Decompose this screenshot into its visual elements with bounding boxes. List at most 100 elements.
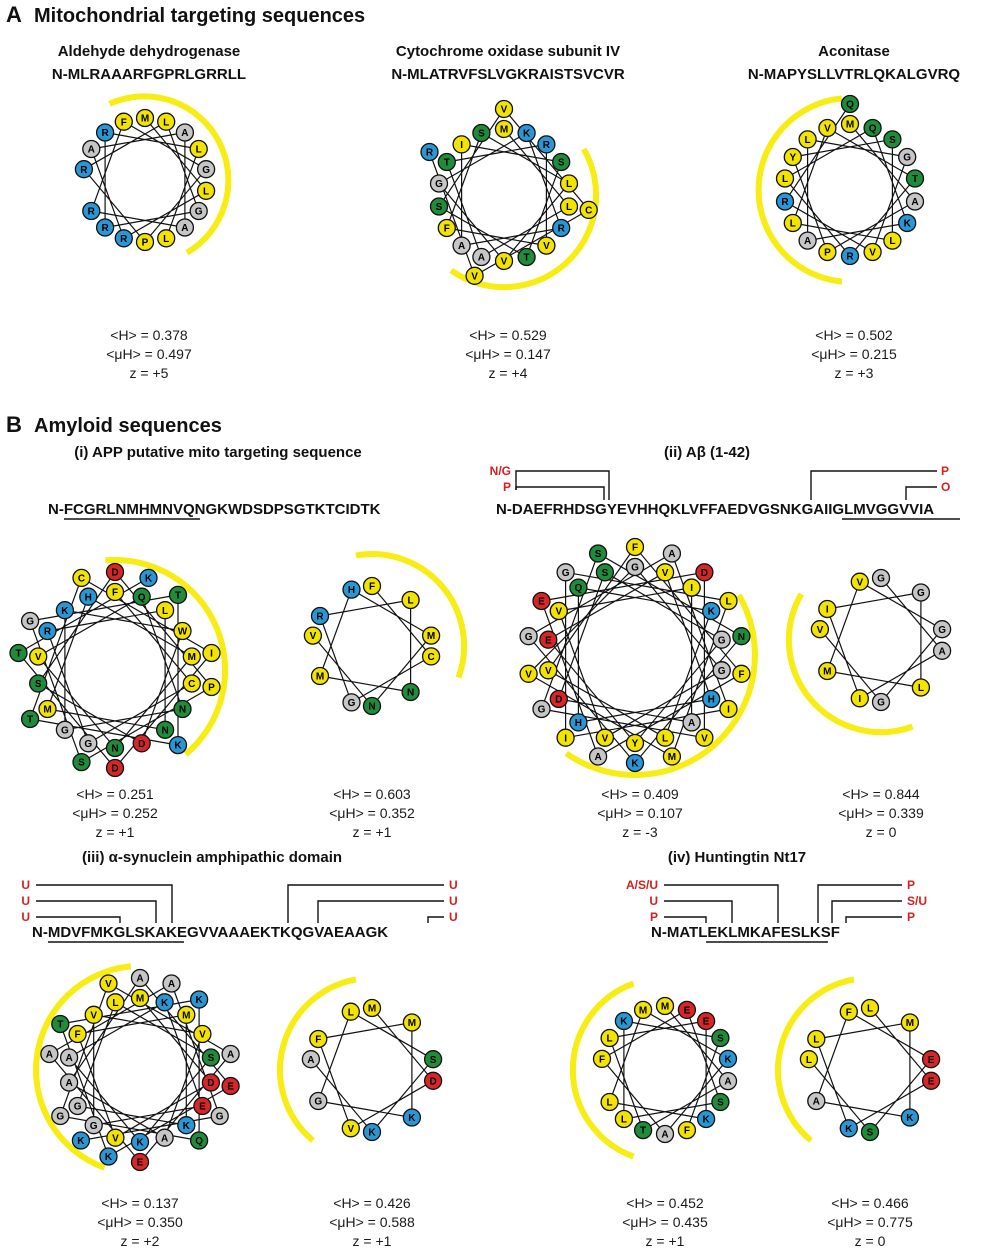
residue-letter: A — [911, 197, 918, 208]
residue-letter: A — [804, 236, 811, 247]
residue-letter: M — [823, 667, 831, 678]
residue-node: A — [221, 1044, 240, 1064]
residue-letter: K — [408, 1113, 416, 1124]
biii1-net-charge: z = +2 — [121, 1233, 160, 1249]
residue-circle — [38, 699, 57, 719]
hydrophobic-face-arc — [105, 556, 229, 757]
residue-letter: K — [702, 1115, 710, 1126]
residue-circle — [362, 998, 382, 1018]
residue-circle — [105, 738, 125, 758]
residue-letter: T — [524, 253, 530, 264]
residue-letter: R — [316, 612, 324, 623]
residue-node: K — [189, 990, 209, 1009]
residue-node: K — [55, 601, 75, 620]
residue-letter: D — [555, 695, 562, 706]
residue-letter: K — [136, 1138, 144, 1149]
residue-circle — [59, 1048, 79, 1067]
residue-circle — [189, 1131, 209, 1150]
residue-circle — [362, 696, 382, 716]
residue-letter: M — [182, 1010, 190, 1021]
residue-letter: E — [227, 1082, 234, 1093]
residue-node: L — [157, 229, 176, 248]
residue-node: V — [595, 728, 615, 747]
biii-modification-brackets — [36, 884, 444, 923]
residue-letter: G — [84, 739, 92, 750]
panel-letter-b: B — [6, 412, 22, 437]
residue-letter: C — [585, 206, 592, 217]
a3-protein-name: Aconitase — [818, 43, 890, 60]
residue-node: G — [712, 661, 731, 680]
residue-circle — [301, 1050, 321, 1069]
residue-node: K — [702, 601, 721, 621]
residue-node: Q — [863, 118, 882, 138]
biv-modification-brackets — [664, 884, 902, 923]
residue-circle — [682, 578, 701, 597]
residue-circle — [625, 557, 645, 577]
biii1-hydrophobic-moment: <μH> = 0.350 — [97, 1214, 183, 1230]
biv2-hydrophobic-moment: <μH> = 0.775 — [827, 1214, 913, 1230]
residue-letter: V — [90, 1010, 97, 1021]
residue-letter: T — [640, 1126, 646, 1137]
residue-node: L — [775, 169, 795, 188]
residue-node: A — [82, 139, 101, 159]
residue-circle — [588, 747, 608, 766]
residue-circle — [900, 1013, 920, 1032]
residue-node: D — [105, 758, 125, 778]
residue-circle — [201, 1073, 221, 1092]
residue-letter: V — [869, 248, 876, 259]
residue-letter: P — [824, 248, 831, 259]
residue-node: V — [549, 601, 568, 621]
residue-node: R — [95, 218, 115, 237]
residue-letter: M — [368, 1004, 376, 1015]
a1-hydrophobicity: <H> = 0.378 — [110, 327, 188, 343]
residue-node: I — [818, 599, 837, 619]
residue-circle — [401, 590, 420, 610]
residue-circle — [202, 677, 221, 697]
helical-wheel-abeta-short: GAIIGLMVGGV — [785, 568, 952, 736]
residue-node: M — [633, 1000, 653, 1020]
residue-node: K — [155, 993, 174, 1012]
residue-circle — [175, 218, 195, 237]
residue-letter: R — [44, 627, 52, 638]
residue-letter: G — [877, 574, 885, 585]
residue-circle — [189, 139, 208, 159]
residue-node: V — [863, 242, 882, 262]
residue-letter: F — [444, 224, 450, 235]
residue-node: R — [38, 621, 57, 641]
residue-circle — [139, 568, 158, 588]
residue-letter: A — [478, 253, 485, 264]
residue-letter: Y — [632, 739, 639, 750]
residue-node: L — [559, 174, 579, 193]
residue-circle — [696, 1109, 716, 1129]
residue-letter: L — [607, 1098, 613, 1109]
residue-letter: L — [566, 202, 572, 213]
residue-node: F — [839, 1002, 858, 1021]
residue-circle — [177, 1005, 196, 1024]
section-b-title: Amyloid sequences — [34, 415, 222, 437]
residue-letter: N — [161, 725, 168, 736]
residue-node: D — [132, 734, 151, 753]
residue-circle — [68, 1024, 87, 1044]
bi-sequence: N-FCGRLNMHMNVQNGKWDSDPSGTKTCIDTK — [48, 501, 381, 518]
residue-circle — [114, 229, 133, 248]
residue-node: R — [82, 201, 101, 221]
residue-circle — [342, 580, 361, 599]
residue-circle — [135, 108, 155, 128]
residue-circle — [310, 606, 330, 626]
residue-circle — [9, 643, 28, 663]
residue-node: M — [38, 699, 57, 719]
residue-circle — [196, 160, 216, 179]
residue-letter: A — [227, 1050, 234, 1061]
residue-circle — [341, 1002, 360, 1021]
residue-letter: M — [906, 1018, 914, 1029]
a1-hydrophobic-moment: <μH> = 0.497 — [106, 346, 192, 362]
residue-circle — [552, 152, 571, 172]
bii1-hydrophobicity: <H> = 0.409 — [601, 786, 679, 802]
helix-backbone-lines — [527, 546, 743, 764]
residue-letter: Q — [846, 100, 854, 111]
residue-letter: G — [90, 1121, 98, 1132]
residue-node: F — [677, 1120, 697, 1140]
residue-circle — [155, 601, 175, 620]
residue-circle — [362, 1122, 382, 1142]
residue-letter: F — [846, 1007, 852, 1018]
